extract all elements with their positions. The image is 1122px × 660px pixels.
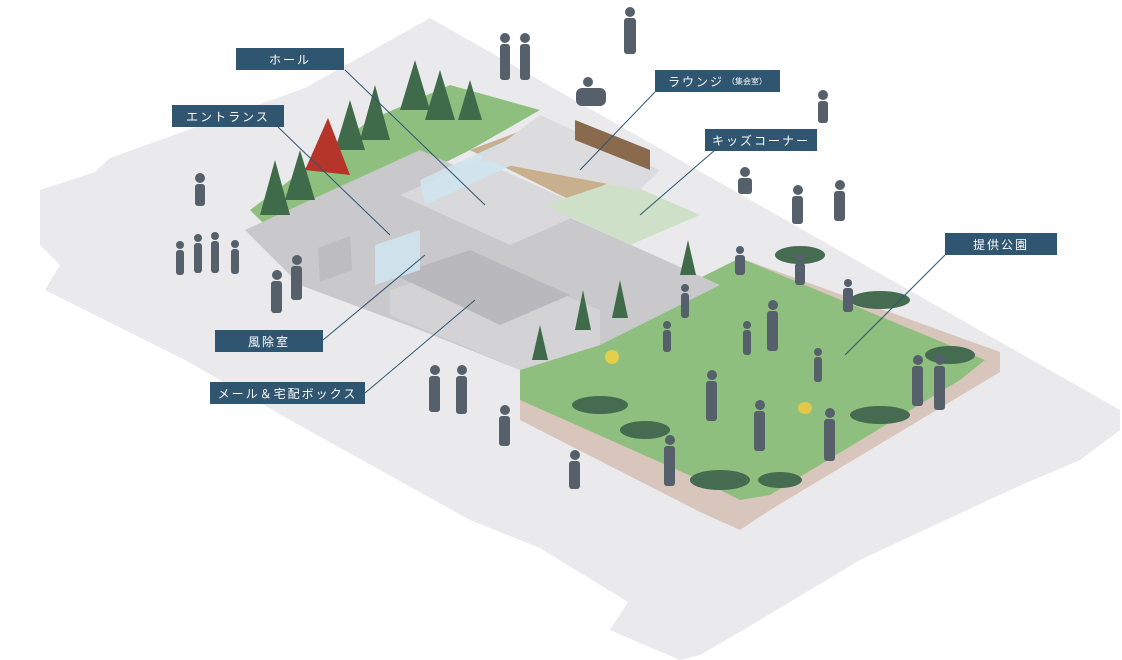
people bbox=[176, 7, 945, 489]
north-lawn bbox=[250, 85, 540, 230]
label-kids-corner-text: キッズコーナー bbox=[711, 133, 810, 148]
building-wall-back bbox=[480, 115, 660, 190]
yellow-ball bbox=[605, 350, 619, 364]
label-lounge: ラウンジ（集会室） bbox=[655, 70, 780, 92]
entrance-block bbox=[318, 236, 352, 282]
label-mail-delivery-box: メール＆宅配ボックス bbox=[210, 382, 365, 404]
mail-box-room bbox=[395, 250, 570, 325]
label-windbreak-room-text: 風除室 bbox=[247, 334, 290, 349]
leader-lines bbox=[277, 69, 946, 394]
label-windbreak-room: 風除室 bbox=[215, 330, 323, 352]
label-entrance-text: エントランス bbox=[186, 109, 270, 124]
label-lounge-sub: （集会室） bbox=[727, 76, 767, 86]
label-hall-text: ホール bbox=[268, 52, 311, 67]
autumn-tree bbox=[305, 118, 350, 175]
kids-corner-floor bbox=[545, 180, 700, 245]
label-lounge-text: ラウンジ bbox=[667, 74, 724, 89]
label-mail-delivery-box-text: メール＆宅配ボックス bbox=[217, 386, 358, 401]
lounge-wall bbox=[575, 120, 650, 170]
yellow-toy bbox=[798, 402, 812, 414]
label-public-park: 提供公園 bbox=[945, 233, 1057, 255]
label-hall: ホール bbox=[236, 48, 344, 70]
label-kids-corner: キッズコーナー bbox=[705, 129, 817, 151]
hedges bbox=[572, 246, 975, 490]
glass-wall-entrance bbox=[375, 230, 420, 285]
trees bbox=[260, 60, 696, 360]
label-public-park-text: 提供公園 bbox=[972, 237, 1029, 252]
label-entrance: エントランス bbox=[172, 105, 284, 127]
